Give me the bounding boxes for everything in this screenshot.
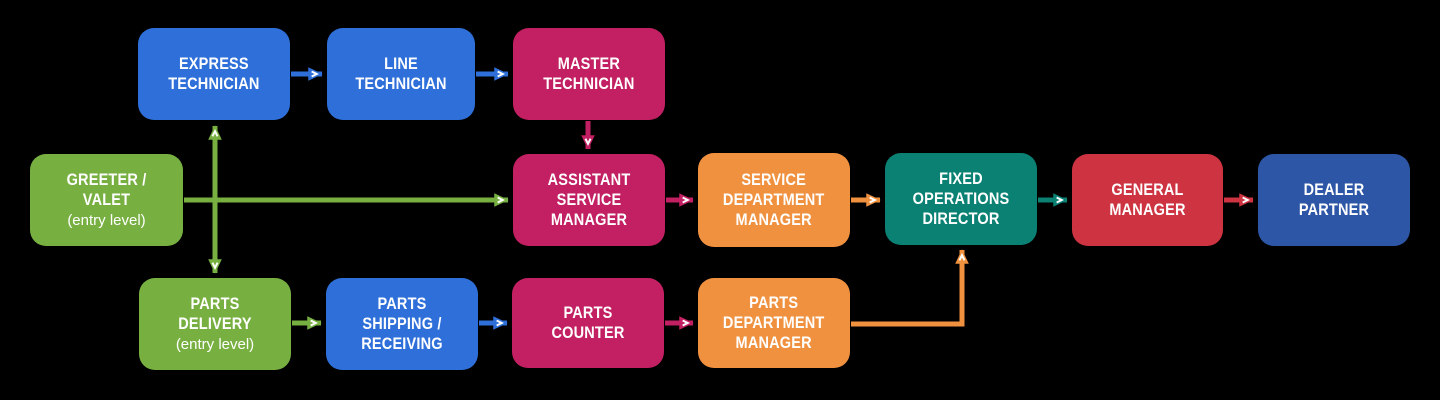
- node-parts-shipping-receiving: PARTS SHIPPING / RECEIVING: [326, 278, 478, 370]
- node-parts-department-manager: PARTS DEPARTMENT MANAGER: [698, 278, 850, 368]
- node-express-technician: EXPRESS TECHNICIAN: [138, 28, 290, 120]
- node-general-manager: GENERAL MANAGER: [1072, 154, 1223, 246]
- node-label: LINE TECHNICIAN: [355, 54, 447, 93]
- node-assistant-service-manager: ASSISTANT SERVICE MANAGER: [513, 154, 665, 246]
- node-greeter-valet: GREETER / VALET (entry level): [30, 154, 183, 246]
- node-label: GENERAL MANAGER: [1109, 180, 1186, 219]
- node-label: ASSISTANT SERVICE MANAGER: [547, 170, 631, 230]
- node-sublabel: (entry level): [67, 212, 146, 230]
- node-fixed-operations-director: FIXED OPERATIONS DIRECTOR: [885, 153, 1037, 245]
- node-parts-delivery: PARTS DELIVERY (entry level): [139, 278, 291, 370]
- node-service-department-manager: SERVICE DEPARTMENT MANAGER: [698, 153, 850, 247]
- node-label: MASTER TECHNICIAN: [543, 54, 635, 93]
- node-label: DEALER PARTNER: [1298, 180, 1370, 219]
- node-label: PARTS DELIVERY: [178, 294, 252, 333]
- node-master-technician: MASTER TECHNICIAN: [513, 28, 665, 120]
- node-label: PARTS SHIPPING / RECEIVING: [361, 294, 443, 354]
- node-sublabel: (entry level): [175, 336, 255, 354]
- node-dealer-partner: DEALER PARTNER: [1258, 154, 1410, 246]
- node-label: FIXED OPERATIONS DIRECTOR: [912, 169, 1010, 229]
- edge-parts-dept-to-fixed-ops: [851, 249, 969, 327]
- node-label: GREETER / VALET: [66, 170, 147, 209]
- node-label: PARTS COUNTER: [551, 303, 625, 342]
- node-line-technician: LINE TECHNICIAN: [327, 28, 475, 120]
- node-label: EXPRESS TECHNICIAN: [168, 54, 260, 93]
- node-parts-counter: PARTS COUNTER: [512, 278, 664, 368]
- node-label: PARTS DEPARTMENT MANAGER: [723, 293, 825, 353]
- node-label: SERVICE DEPARTMENT MANAGER: [723, 170, 825, 230]
